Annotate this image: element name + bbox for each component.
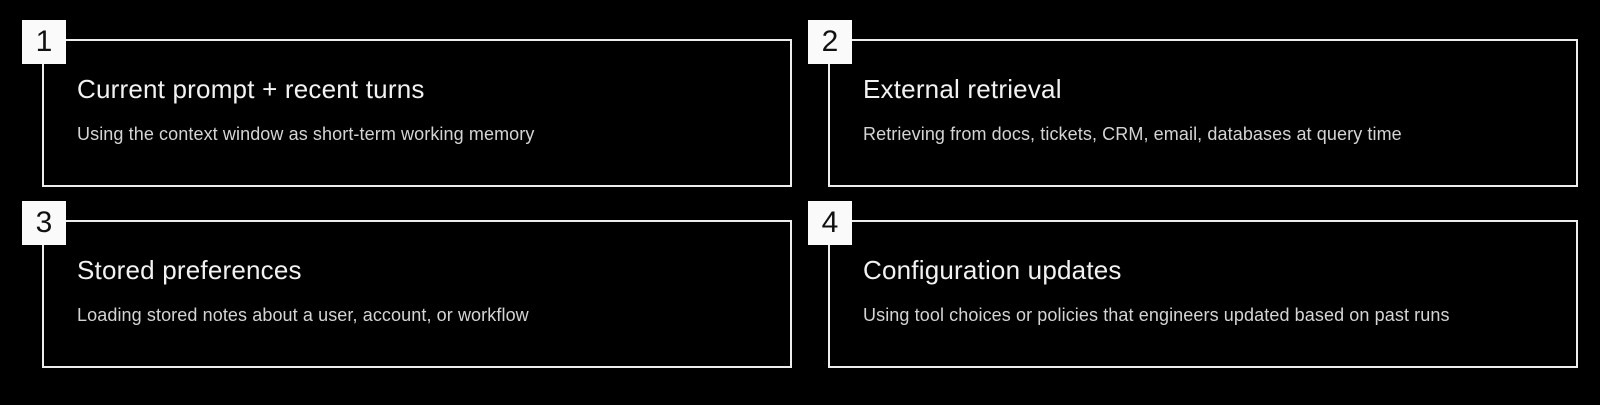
card-title: External retrieval bbox=[863, 74, 1062, 104]
card-title: Stored preferences bbox=[77, 255, 302, 285]
card-body: External retrieval Retrieving from docs,… bbox=[863, 73, 1556, 146]
card-title: Current prompt + recent turns bbox=[77, 74, 425, 104]
card-subtitle: Loading stored notes about a user, accou… bbox=[77, 304, 529, 325]
card-external-retrieval: 2 External retrieval Retrieving from doc… bbox=[808, 20, 1578, 187]
card-body: Configuration updates Using tool choices… bbox=[863, 254, 1556, 327]
card-body: Current prompt + recent turns Using the … bbox=[77, 73, 770, 146]
card-title: Configuration updates bbox=[863, 255, 1122, 285]
card-body: Stored preferences Loading stored notes … bbox=[77, 254, 770, 327]
card-subtitle: Using the context window as short-term w… bbox=[77, 123, 535, 144]
card-subtitle: Using tool choices or policies that engi… bbox=[863, 304, 1450, 325]
card-stored-preferences: 3 Stored preferences Loading stored note… bbox=[22, 201, 792, 368]
card-current-prompt: 1 Current prompt + recent turns Using th… bbox=[22, 20, 792, 187]
card-configuration-updates: 4 Configuration updates Using tool choic… bbox=[808, 201, 1578, 368]
card-number-badge: 1 bbox=[22, 20, 66, 64]
card-number-badge: 3 bbox=[22, 201, 66, 245]
card-number-badge: 4 bbox=[808, 201, 852, 245]
card-number-badge: 2 bbox=[808, 20, 852, 64]
card-subtitle: Retrieving from docs, tickets, CRM, emai… bbox=[863, 123, 1402, 144]
